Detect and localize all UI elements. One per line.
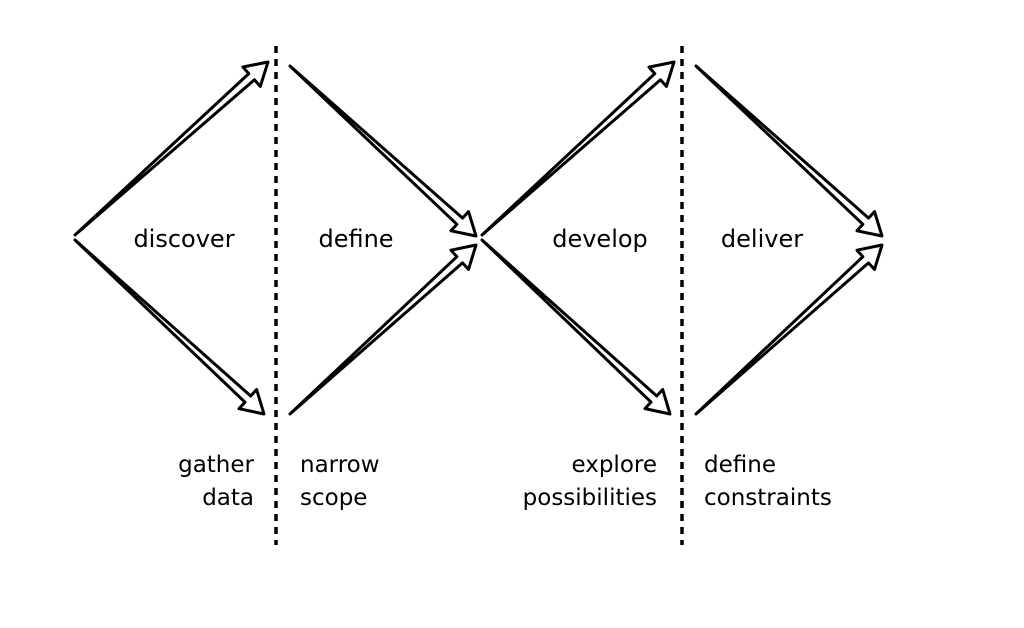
note-develop-line-2: possibilities	[523, 485, 657, 511]
arrow-discover-up	[73, 60, 270, 237]
note-deliver-line-2: constraints	[704, 485, 832, 511]
phase-label-define: define	[318, 225, 393, 253]
arrow-develop-down	[480, 238, 672, 416]
arrow-deliver-up	[694, 243, 884, 416]
arrow-deliver-down	[694, 64, 884, 238]
arrow-define-up	[288, 243, 478, 416]
note-develop-line-1: explore	[571, 452, 657, 478]
phase-label-discover: discover	[133, 225, 234, 253]
note-deliver-line-1: define	[704, 452, 776, 478]
note-discover-line-2: data	[202, 485, 254, 511]
arrows-group	[73, 60, 884, 416]
note-discover-line-1: gather	[178, 452, 254, 478]
note-define-line-1: narrow	[300, 452, 380, 478]
phase-label-develop: develop	[552, 225, 648, 253]
phase-label-deliver: deliver	[721, 225, 803, 253]
arrow-develop-up	[480, 60, 676, 237]
arrow-discover-down	[73, 238, 266, 416]
note-define-line-2: scope	[300, 485, 367, 511]
arrow-define-down	[288, 64, 478, 238]
